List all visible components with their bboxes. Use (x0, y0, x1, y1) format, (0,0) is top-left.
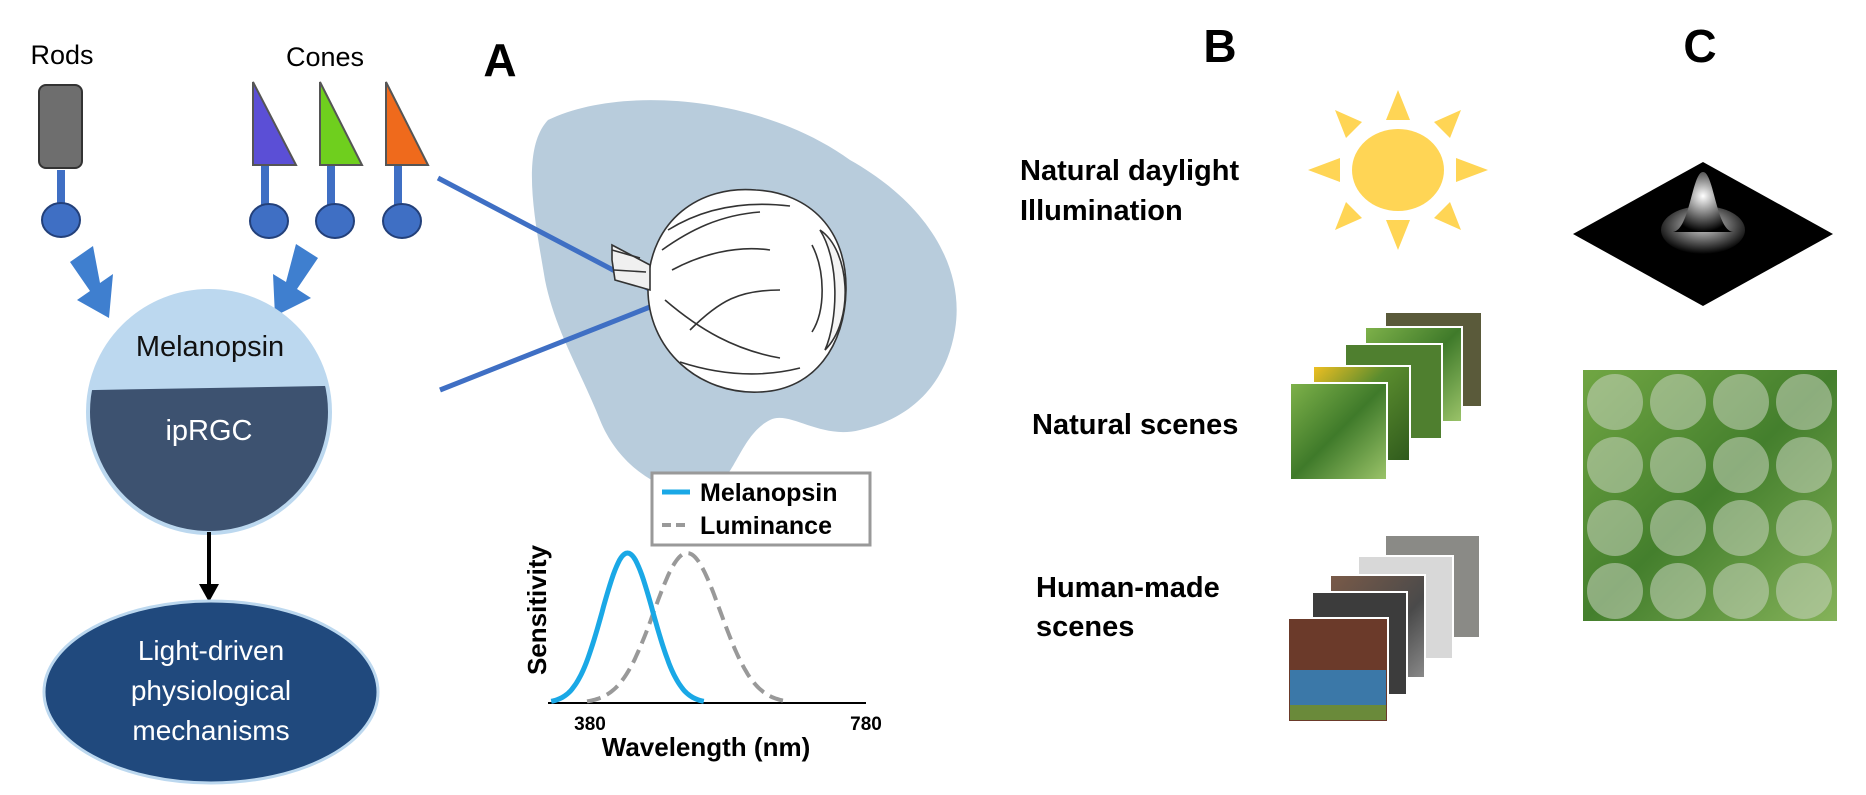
mosaic-patch-14 (1650, 563, 1706, 619)
mosaic-patch-16 (1776, 563, 1832, 619)
output-line-3: mechanisms (132, 715, 289, 746)
x-tick-max: 780 (850, 714, 882, 735)
rod-cell (38, 84, 83, 169)
rod-stalk (57, 170, 65, 210)
x-tick-min: 380 (574, 714, 606, 735)
mosaic-patch-1 (1587, 374, 1643, 430)
sun-icon (1308, 90, 1488, 250)
cone-blue-synapse (249, 203, 289, 239)
chart-x-label: Wavelength (nm) (602, 732, 810, 762)
mosaic-patch-15 (1713, 563, 1769, 619)
series-luminance (586, 550, 788, 704)
cone-orange-synapse (382, 203, 422, 239)
output-line-1: Light-driven (138, 635, 284, 666)
chart-y-label: Sensitivity (522, 544, 552, 675)
zoom-line-bottom (439, 302, 656, 393)
mosaic-patch-12 (1776, 500, 1832, 556)
cone-orange (385, 81, 430, 166)
mosaic-patch-9 (1587, 500, 1643, 556)
arrow-cell-to-output-head (199, 584, 219, 602)
rods-label: Rods (30, 40, 93, 70)
panel-label-a: A (483, 34, 516, 86)
cones-label: Cones (286, 42, 364, 72)
natural-scenes-label: Natural scenes (1032, 409, 1238, 441)
rod-synapse (41, 202, 81, 238)
human-made-scene-stack (1287, 534, 1481, 723)
legend-melanopsin: Melanopsin (700, 479, 838, 507)
melanopsin-label: Melanopsin (136, 331, 284, 363)
mosaic-patch-2 (1650, 374, 1706, 430)
series-melanopsin (550, 550, 705, 704)
cone-blue (252, 81, 298, 166)
daylight-line-1: Natural daylight (1020, 155, 1239, 187)
natural-scene-1 (1289, 382, 1388, 481)
cone-blue-stalk (261, 166, 269, 212)
output-oval (42, 599, 380, 785)
human-made-line-2: scenes (1036, 611, 1134, 643)
mosaic-patches (1587, 374, 1832, 619)
mosaic-patch-7 (1713, 437, 1769, 493)
mosaic-patch-11 (1713, 500, 1769, 556)
daylight-line-2: Illumination (1020, 195, 1183, 227)
urban-scene-1-grass (1290, 705, 1386, 720)
chart-legend-box (650, 471, 872, 547)
legend-luminance: Luminance (700, 512, 832, 540)
eyeball-drawing (611, 188, 847, 393)
panel-label-c: C (1683, 20, 1716, 72)
mosaic-patch-4 (1776, 374, 1832, 430)
arrow-rods-to-cell (70, 246, 113, 318)
cone-green-synapse (315, 203, 355, 239)
cone-green (319, 81, 364, 166)
iprgc-label: ipRGC (165, 415, 252, 447)
mosaic-patch-6 (1650, 437, 1706, 493)
mosaic-patch-5 (1587, 437, 1643, 493)
mosaic-patch-10 (1650, 500, 1706, 556)
human-made-line-1: Human-made (1036, 572, 1220, 604)
cone-green-stalk (327, 166, 335, 212)
urban-scene-1-graffiti (1290, 670, 1386, 705)
output-line-2: physiological (131, 675, 291, 706)
mosaic-patch-3 (1713, 374, 1769, 430)
panel-label-b: B (1203, 20, 1236, 72)
iprgc-cell (86, 289, 332, 535)
sensitivity-chart: Melanopsin Luminance Sensitivity 380 780… (522, 471, 882, 762)
cone-orange-stalk (394, 166, 402, 212)
mosaic-patch-8 (1776, 437, 1832, 493)
natural-scene-stack (1289, 311, 1483, 481)
mosaic-patch-13 (1587, 563, 1643, 619)
arrow-cones-to-cell (273, 244, 318, 316)
gaussian-kernel-icon (1573, 162, 1833, 306)
